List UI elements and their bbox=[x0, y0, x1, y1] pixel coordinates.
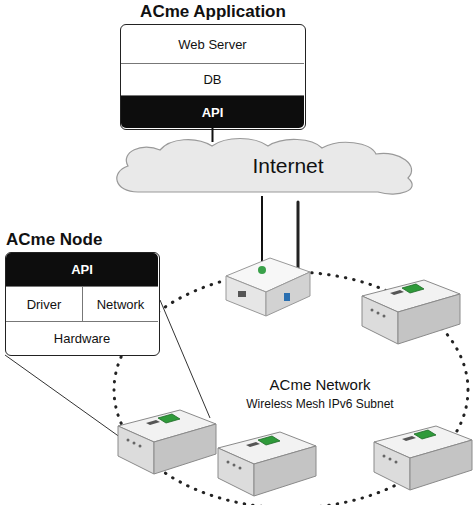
zoom-line bbox=[160, 300, 210, 418]
layer-cell: Driver bbox=[6, 286, 82, 321]
box-heading: ACme Application bbox=[121, 2, 305, 22]
device bbox=[218, 432, 316, 496]
layer-label: Driver bbox=[27, 297, 62, 312]
stack-box: ACme NodeAPIDriverNetworkHardware bbox=[5, 252, 160, 356]
cloud-label: Internet bbox=[108, 154, 424, 178]
router bbox=[226, 202, 310, 316]
api-label: API bbox=[71, 262, 93, 277]
stack-box: ACme ApplicationWeb ServerDBAPI bbox=[120, 24, 306, 130]
layer-cell: DB bbox=[121, 63, 304, 95]
layer-label: Web Server bbox=[178, 37, 246, 52]
api-band: API bbox=[121, 95, 304, 128]
device bbox=[118, 410, 216, 474]
dotted-ring bbox=[114, 272, 468, 505]
box-heading: ACme Node bbox=[6, 230, 102, 250]
zoom-line bbox=[5, 355, 124, 440]
device bbox=[374, 426, 472, 490]
layer-label: Hardware bbox=[54, 331, 110, 346]
api-band: API bbox=[6, 253, 158, 286]
connector bbox=[212, 128, 214, 142]
layer-cell: Network bbox=[82, 286, 158, 321]
network-title: ACme Network bbox=[220, 376, 420, 393]
layer-cell: Web Server bbox=[121, 25, 304, 63]
wire bbox=[261, 196, 263, 262]
layer-cell: Hardware bbox=[6, 321, 158, 354]
internet-cloud: Internet bbox=[108, 136, 424, 198]
network-subtitle: Wireless Mesh IPv6 Subnet bbox=[220, 397, 420, 411]
api-label: API bbox=[202, 105, 224, 120]
device bbox=[362, 280, 460, 344]
layer-label: Network bbox=[97, 297, 145, 312]
layer-label: DB bbox=[203, 72, 221, 87]
